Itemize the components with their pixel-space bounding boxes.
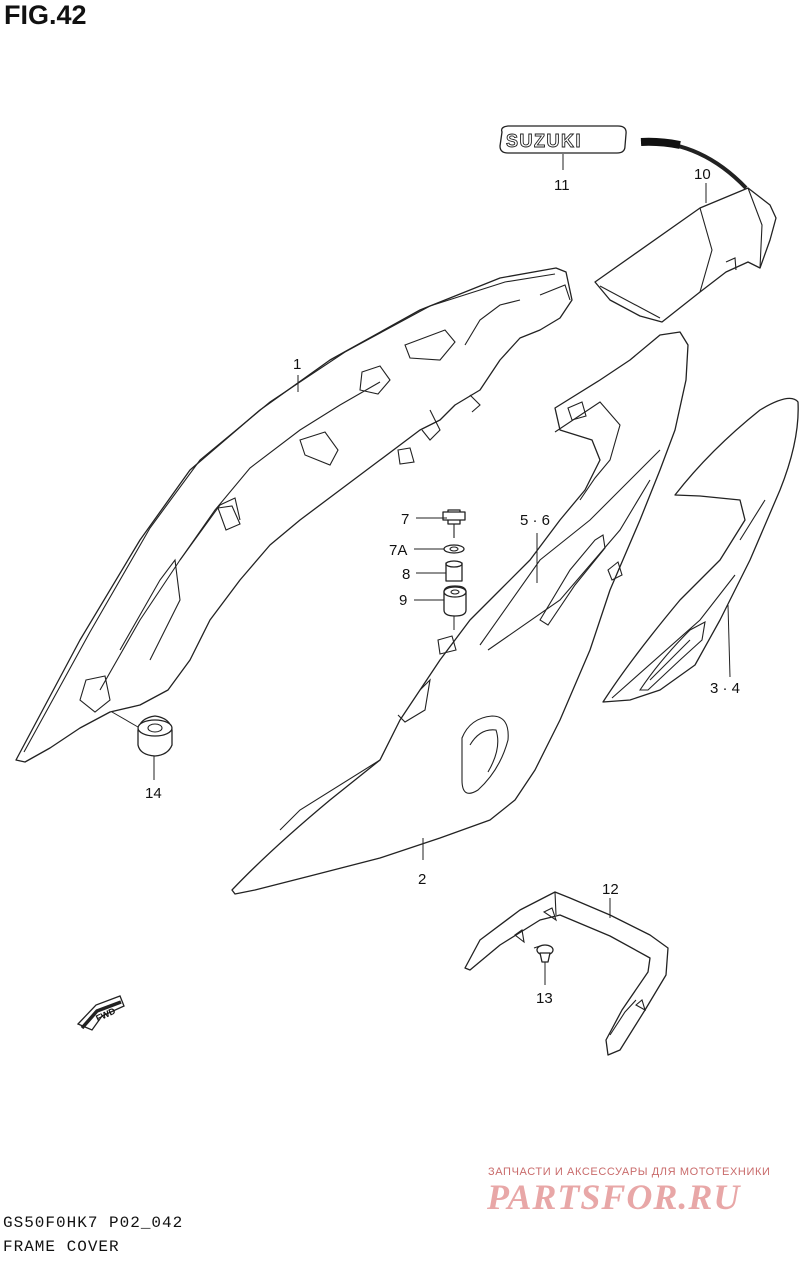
callout-1: 1 [293,356,301,373]
watermark-brand: PARTSFOR.RU [487,1177,741,1217]
leader-lines [111,154,731,985]
bolt-assembly[interactable] [442,509,467,617]
rubber-cushion[interactable] [137,715,173,757]
callout-8: 8 [402,566,410,583]
diagram-name: FRAME COVER [3,1238,120,1256]
diagram-code: GS50F0HK7 P02_042 [3,1214,184,1232]
side-emblem-panel[interactable] [602,397,799,703]
callout-3-4: 3 · 4 [710,680,740,697]
callout-14: 14 [145,785,162,802]
callout-10: 10 [694,166,711,183]
callout-9: 9 [399,592,407,609]
callout-11: 11 [554,177,570,194]
watermark-tagline: ЗАПЧАСТИ И АКСЕССУАРЫ ДЛЯ МОТОТЕХНИКИ [488,1166,771,1178]
callout-12: 12 [602,881,619,898]
callout-7: 7 [401,511,409,528]
callout-13: 13 [536,990,553,1007]
callout-5-6: 5 · 6 [520,512,550,529]
frame-cover-left[interactable] [15,267,573,763]
tail-cover[interactable] [594,137,777,323]
emblem-text: SUZUKI [506,131,582,151]
forward-arrow-icon: FWD [76,995,125,1031]
callout-labels: 1 2 3 · 4 5 · 6 7 7A 8 9 10 11 12 13 14 [145,166,740,1007]
screw-clip[interactable] [533,944,554,963]
callout-2: 2 [418,871,426,888]
callout-7a: 7A [389,542,407,559]
rear-brace[interactable] [464,891,669,1056]
figure-title: FIG.42 [4,0,87,30]
frame-cover-right[interactable] [231,331,689,895]
suzuki-emblem[interactable]: SUZUKI [499,125,627,154]
